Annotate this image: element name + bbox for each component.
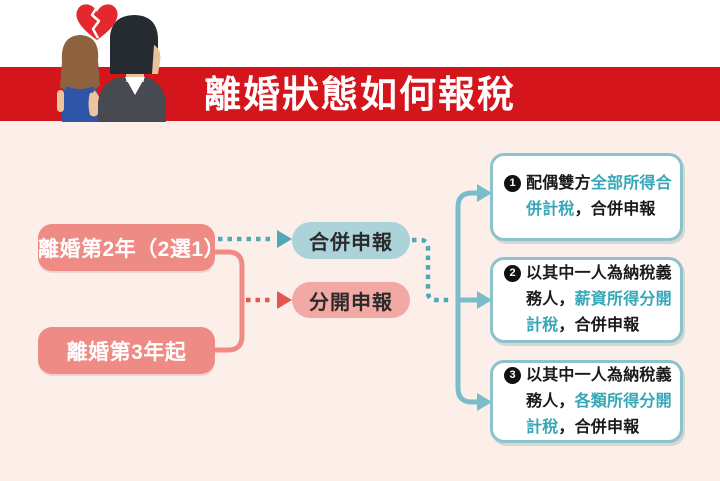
option-card-1: 1 配偶雙方全部所得合併計稅，合併申報 (490, 153, 683, 241)
node-joint-filing: 合併申報 (292, 222, 410, 259)
page-title: 離婚狀態如何報稅 (204, 73, 516, 115)
number-badge: 1 (504, 175, 521, 192)
option-2-text: 以其中一人為納稅義務人，薪資所得分開計稅，合併申報 (526, 265, 672, 334)
woman-figure (57, 35, 101, 122)
number-badge: 2 (504, 265, 521, 282)
node-separate-filing: 分開申報 (292, 282, 410, 318)
broken-heart-icon (76, 4, 118, 40)
man-figure (98, 15, 166, 122)
node-divorce-year3: 離婚第3年起 (38, 327, 215, 374)
node-divorce-year2: 離婚第2年（2選1） (38, 224, 225, 271)
option-3-text: 以其中一人為納稅義務人，各類所得分開計稅，合併申報 (526, 366, 672, 436)
option-1-text: 配偶雙方全部所得合併計稅，合併申報 (526, 175, 672, 218)
divorced-couple-illustration (57, 4, 166, 122)
teal-bracket-line (455, 190, 478, 405)
red-arrow-icon (277, 291, 292, 309)
salmon-bracket-line (212, 249, 245, 353)
teal-arrow-icon (277, 230, 292, 248)
option-card-2: 2 以其中一人為納稅義務人，薪資所得分開計稅，合併申報 (490, 257, 683, 343)
option-card-3: 3 以其中一人為納稅義務人，各類所得分開計稅，合併申報 (490, 360, 683, 443)
teal-dotted-line-right (412, 237, 452, 303)
number-badge: 3 (504, 366, 521, 384)
